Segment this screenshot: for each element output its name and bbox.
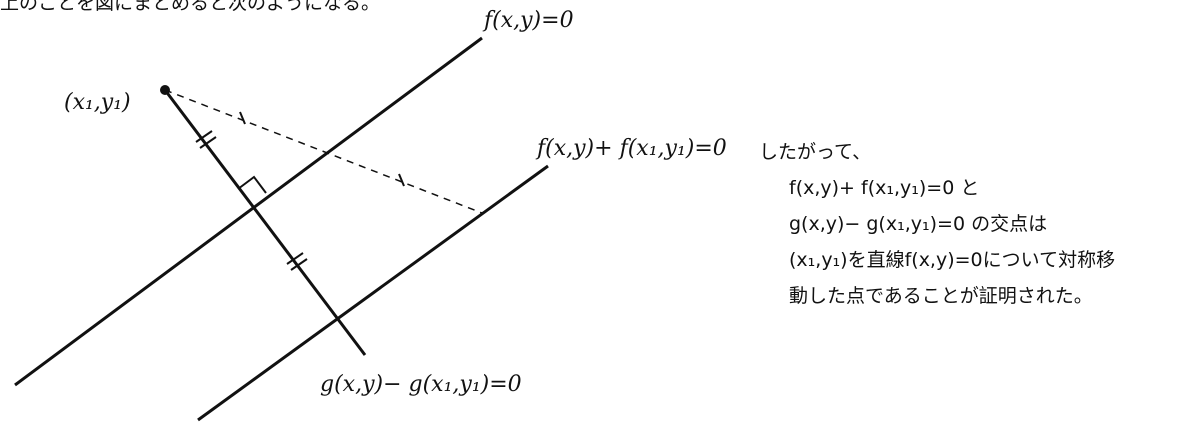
tick-perp-2a [286, 252, 304, 265]
line-g [163, 89, 367, 356]
tick-perp-1a [195, 130, 213, 143]
tick-perp-1b [199, 136, 217, 149]
label-point: (x₁,y₁) [64, 90, 131, 115]
explanation-line: したがって、 [759, 141, 872, 163]
intro-text: 上のことを図にまとめると次のようになる。 [0, 0, 381, 14]
right-angle-mark [237, 175, 267, 194]
explanation-line: f(x,y)+ f(x₁,y₁)=0 と [789, 177, 980, 199]
line-f-shifted [197, 164, 549, 422]
tick-dashed-1 [239, 111, 246, 125]
tick-dashed-2 [398, 173, 405, 187]
explanation-text: したがって、 f(x,y)+ f(x₁,y₁)=0 と g(x,y)− g(x₁… [759, 134, 1116, 314]
label-line-f: f(x,y)=0 [484, 8, 574, 33]
label-line-f-shifted: f(x,y)+ f(x₁,y₁)=0 [537, 136, 727, 161]
explanation-line: g(x,y)− g(x₁,y₁)=0 の交点は [789, 213, 1048, 235]
point-x1-y1 [160, 85, 170, 95]
label-line-g: g(x,y)− g(x₁,y₁)=0 [320, 372, 522, 397]
line-f [14, 36, 483, 387]
explanation-line: 動した点であることが証明された。 [789, 285, 1093, 307]
explanation-line: (x₁,y₁)を直線f(x,y)=0について対称移 [789, 249, 1116, 271]
dashed-segment [164, 89, 483, 214]
tick-perp-2b [290, 258, 308, 271]
